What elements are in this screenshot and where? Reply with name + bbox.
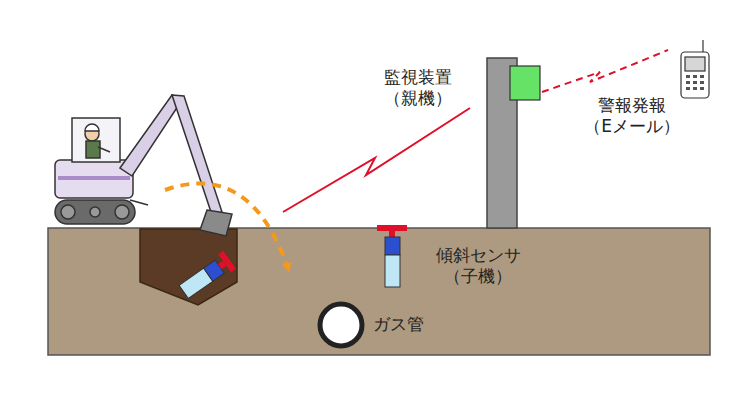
fall-arrow [165, 183, 288, 268]
pipe-label: ガス管 [373, 314, 424, 335]
mobile-phone [681, 40, 709, 98]
wireless-link [283, 108, 470, 212]
sensor-label: 傾斜センサ （子機） [436, 245, 521, 288]
alarm-label: 警報発報 （Eメール） [584, 95, 680, 138]
tilted-sensor [177, 251, 235, 301]
gas-pipe [320, 304, 362, 346]
excavator [55, 95, 232, 236]
monitoring-device [510, 66, 540, 100]
device-label: 監視装置 （親機） [384, 67, 452, 110]
alarm-link [542, 50, 668, 92]
tilt-sensor [377, 225, 407, 287]
excavation-pit [140, 229, 237, 305]
ground [48, 228, 710, 355]
